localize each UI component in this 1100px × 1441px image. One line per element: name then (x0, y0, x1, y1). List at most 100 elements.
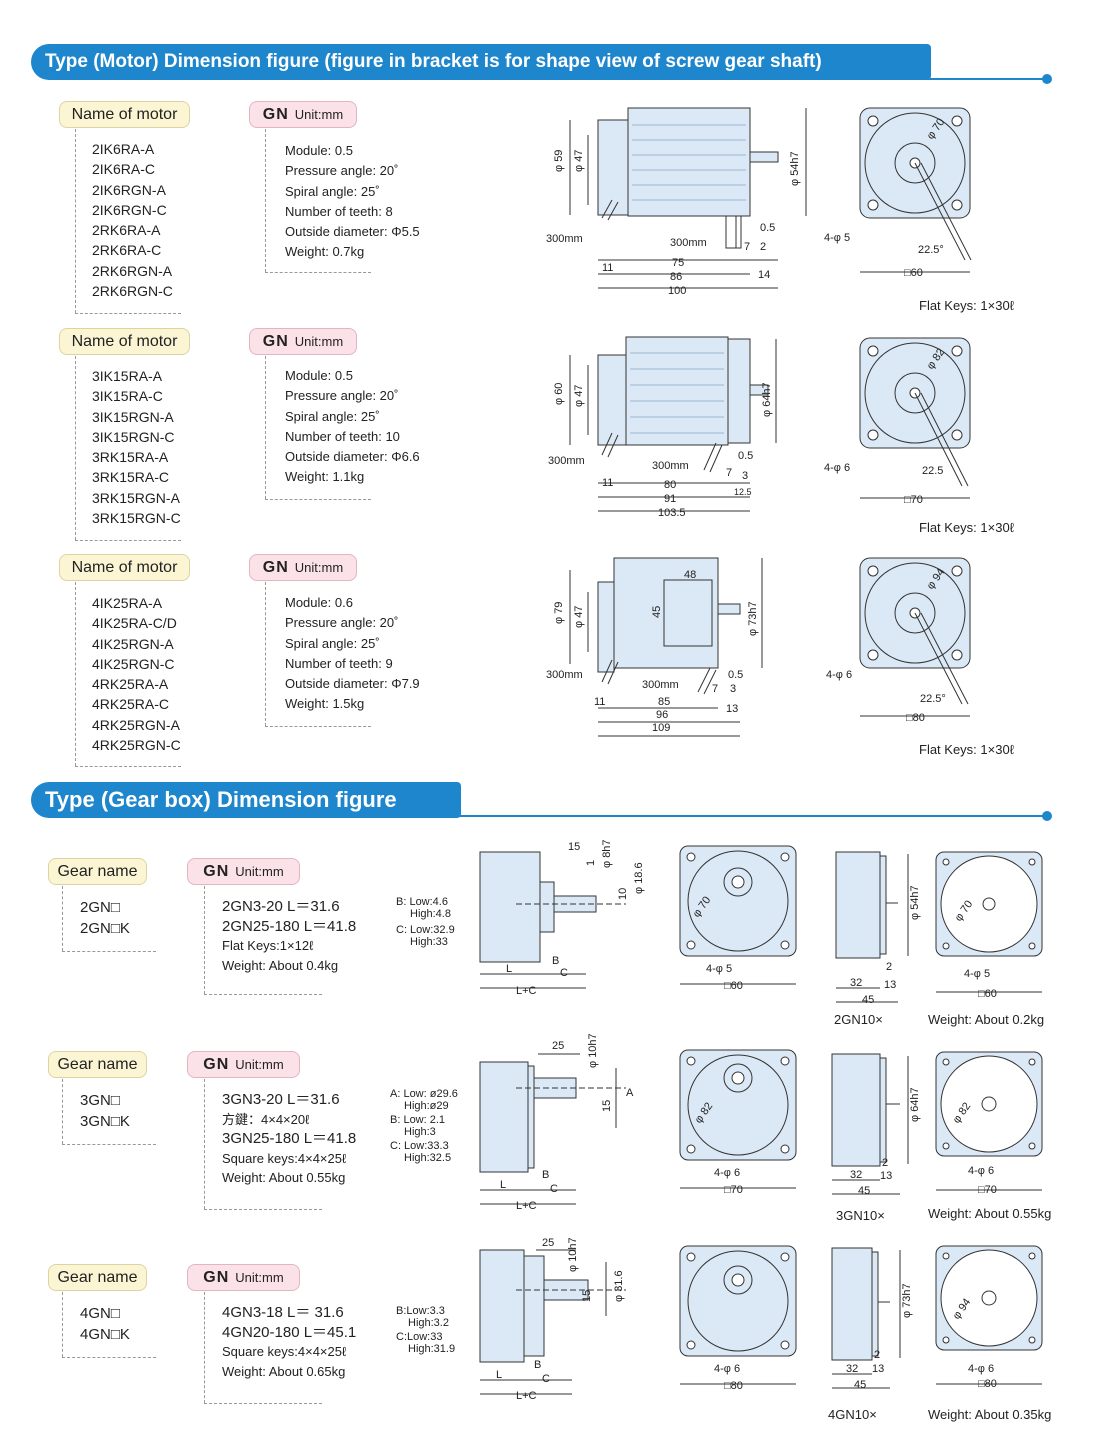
svg-text:45: 45 (854, 1379, 866, 1391)
svg-text:0.5: 0.5 (728, 669, 743, 681)
gear-front-drawing-2: φ 82 4-φ 6 □70 (679, 1049, 797, 1196)
gear-bc-values-3: B:Low:3.3 High:3.2 C:Low:33 High:31.9 (396, 1305, 456, 1355)
svg-text:4-φ 6: 4-φ 6 (968, 1165, 994, 1177)
svg-text:C: C (542, 1373, 550, 1385)
motor-name-label-1: Name of motor (59, 101, 190, 128)
model-item: 3RK15RA-C (92, 469, 170, 486)
svg-text:φ 73h7: φ 73h7 (901, 1283, 913, 1318)
motor-section-banner: Type (Motor) Dimension figure (figure in… (31, 44, 931, 80)
svg-text:25: 25 (552, 1040, 564, 1052)
gear-side-drawing-1: 15 1 φ 8h7 10 φ 18.6 L B C L+C (479, 839, 645, 997)
mounting-hole-icon (942, 1252, 1036, 1344)
svg-text:45: 45 (862, 994, 874, 1006)
model-item: 2IK6RGN-C (92, 201, 167, 218)
svg-text:B: B (542, 1169, 549, 1181)
svg-text:2: 2 (874, 1349, 880, 1361)
svg-text:96: 96 (656, 709, 668, 721)
svg-text:φ 10h7: φ 10h7 (567, 1237, 579, 1272)
svg-text:A: A (626, 1087, 634, 1099)
model-item: 4RK25RGN-C (92, 737, 181, 754)
gear-model-list-3: 4GN□ 4GN□K (80, 1305, 130, 1343)
svg-text:2: 2 (886, 961, 892, 973)
mounting-hole-icon (686, 1056, 790, 1154)
svg-text:45: 45 (651, 606, 663, 618)
svg-text:32: 32 (846, 1363, 858, 1375)
svg-text:85: 85 (658, 696, 670, 708)
svg-text:75: 75 (672, 257, 684, 269)
gear-banner-dot (1042, 811, 1052, 821)
svg-text:13: 13 (884, 979, 896, 991)
gear-section-title: Type (Gear box) Dimension figure (45, 787, 397, 812)
svg-text:3: 3 (742, 470, 748, 482)
svg-text:2: 2 (760, 241, 766, 253)
gear-plain-front-drawing-2: φ 82 4-φ 6 □70 (935, 1051, 1043, 1196)
svg-text:11: 11 (602, 262, 613, 274)
svg-text:300mm: 300mm (652, 460, 689, 472)
svg-text:□70: □70 (904, 494, 923, 506)
svg-text:32: 32 (850, 977, 862, 989)
svg-text:300mm: 300mm (546, 669, 583, 681)
model-item: 4IK25RGN-A (92, 635, 174, 652)
svg-text:15: 15 (581, 1290, 593, 1302)
svg-text:4-φ 5: 4-φ 5 (964, 968, 990, 980)
model-item: 3IK15RGN-A (92, 408, 174, 425)
svg-text:L: L (500, 1179, 506, 1191)
model-item: 2IK6RGN-A (92, 181, 166, 198)
svg-text:□60: □60 (724, 980, 743, 992)
svg-text:□60: □60 (904, 267, 923, 279)
svg-text:□80: □80 (906, 712, 925, 724)
motor-banner-dot (1042, 74, 1052, 84)
flat-keys-1: Flat Keys: 1×30ℓ (919, 298, 1014, 313)
gear-plain-weight-2: Weight: About 0.55kg (928, 1206, 1052, 1221)
svg-text:φ 73h7: φ 73h7 (747, 601, 759, 636)
svg-text:13: 13 (726, 703, 738, 715)
model-item: 4RK25RA-C (92, 696, 170, 713)
svg-text:10: 10 (617, 888, 629, 900)
svg-text:φ 64h7: φ 64h7 (761, 382, 773, 417)
motor-front-drawing-1: φ 70 4-φ 5 22.5° □60 (824, 107, 972, 279)
svg-text:φ 47: φ 47 (573, 606, 585, 628)
gear-spec-list-1: 2GN3-20 L＝31.6 2GN25-180 L＝41.8 Flat Key… (222, 898, 357, 973)
model-item: 3IK15RA-A (92, 368, 163, 384)
gear-spec-list-2: 3GN3-20 L＝31.6 方鍵：4×4×20ℓ 3GN25-180 L＝41… (222, 1091, 357, 1185)
motor-spec-list-3: Module: 0.6 Pressure angle: 20˚ Spiral a… (285, 595, 420, 712)
model-item: 2IK6RA-A (92, 141, 155, 157)
svg-text:300mm: 300mm (642, 679, 679, 691)
svg-text:32: 32 (850, 1169, 862, 1181)
motor-name-label-2: Name of motor (59, 328, 190, 355)
svg-text:4-φ 6: 4-φ 6 (826, 669, 852, 681)
dim-d-shaft: φ 54h7 (789, 151, 801, 186)
svg-text:φ 10h7: φ 10h7 (587, 1033, 599, 1068)
motor-side-drawing-2: φ 60 φ 47 φ 64h7 300mm 300mm 0.5 7 3 11 … (548, 336, 777, 519)
gear-spec-list-3: 4GN3-18 L＝ 31.6 4GN20-180 L＝45.1 Square … (222, 1304, 357, 1379)
svg-text:4-φ 6: 4-φ 6 (968, 1363, 994, 1375)
svg-text:86: 86 (670, 271, 682, 283)
lead-label: 300mm (546, 233, 583, 245)
model-item: 3RK15RGN-C (92, 510, 181, 527)
mounting-hole-icon (867, 115, 963, 211)
svg-text:L+C: L+C (516, 1390, 537, 1402)
svg-text:4-φ 6: 4-φ 6 (714, 1363, 740, 1375)
motor-model-list-3: 4IK25RA-A 4IK25RA-C/D 4IK25RGN-A 4IK25RG… (92, 593, 181, 755)
svg-text:φ 47: φ 47 (573, 385, 585, 407)
flat-keys-2: Flat Keys: 1×30ℓ (919, 520, 1014, 535)
gear-plain-model-1: 2GN10× (834, 1012, 883, 1027)
svg-text:15: 15 (601, 1100, 613, 1112)
svg-text:300mm: 300mm (548, 455, 585, 467)
svg-text:□60: □60 (978, 988, 997, 1000)
svg-text:L: L (506, 963, 512, 975)
motor-side-drawing-1: φ 59 φ 47 φ 54h7 300mm 300mm 0.5 7 2 11 … (546, 107, 807, 297)
svg-text:C: C (560, 967, 568, 979)
gear-name-label-3: Gear name (48, 1264, 147, 1291)
model-item: 2IK6RA-C (92, 161, 156, 178)
svg-text:22.5°: 22.5° (920, 693, 946, 705)
model-item: 4IK25RGN-C (92, 655, 175, 672)
motor-section-title: Type (Motor) Dimension figure (figure in… (45, 51, 822, 72)
gear-side-drawing-3: 25 φ 10h7 15 φ 31.6 L B C L+C (479, 1237, 626, 1402)
gear-plain-side-drawing-3: φ 73h7 2 32 13 45 (831, 1247, 913, 1391)
motor-model-list-2: 3IK15RA-A 3IK15RA-C 3IK15RGN-A 3IK15RGN-… (92, 366, 181, 528)
motor-side-drawing-3: φ 79 φ 47 φ 73h7 48 45 300mm 300mm 0.5 7… (546, 557, 763, 737)
svg-text:1: 1 (585, 860, 597, 866)
